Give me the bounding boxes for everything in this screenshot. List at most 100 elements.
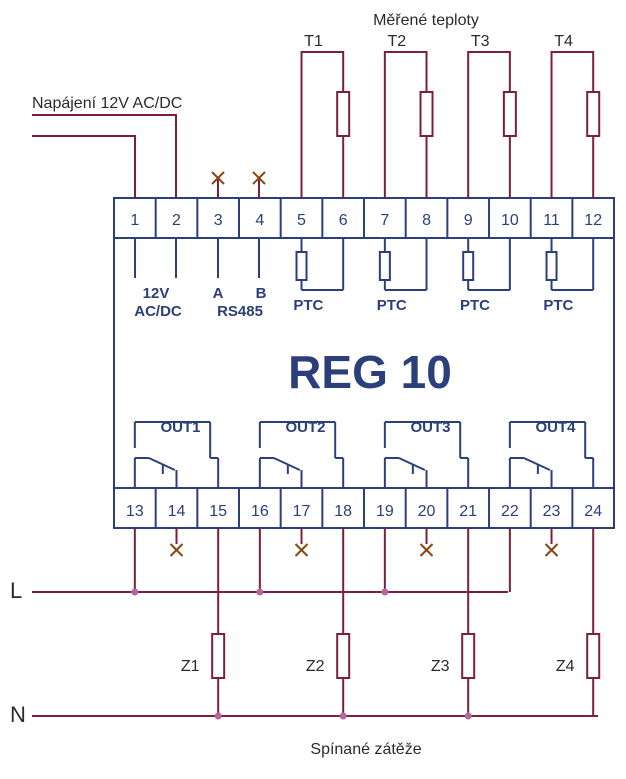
relay-out4: OUT4 xyxy=(508,419,595,488)
terminal-1: 1 xyxy=(130,212,139,229)
power-label: Napájení 12V AC/DC xyxy=(32,95,182,112)
load-label: Z1 xyxy=(181,658,200,675)
terminal-3: 3 xyxy=(214,212,223,229)
terminal-6: 6 xyxy=(339,212,348,229)
load-resistor xyxy=(211,633,226,679)
switched-loads-title: Spínané zátěže xyxy=(310,741,421,758)
load-label: Z4 xyxy=(556,658,575,675)
line-l-label: L xyxy=(10,578,22,603)
sensor-resistor xyxy=(419,91,434,137)
relay-outputs: OUT1 OUT2 OUT3 OUT4 xyxy=(133,419,595,488)
load-z4: Z4 xyxy=(508,528,601,716)
line-n-label: N xyxy=(10,702,26,727)
internal-top-wiring xyxy=(134,238,260,278)
terminal-16: 16 xyxy=(251,503,269,520)
label-rs485: RS485 xyxy=(217,303,263,320)
sensor-t2: T2 xyxy=(383,33,434,198)
terminal-24: 24 xyxy=(584,503,602,520)
switched-loads: Z1 Z2 Z3 Z4 xyxy=(131,528,601,720)
load-z2: Z2 xyxy=(256,528,351,720)
terminal-21: 21 xyxy=(459,503,477,520)
sensor-label: T1 xyxy=(304,33,323,50)
ptc-4: PTC xyxy=(543,238,595,314)
load-resistor xyxy=(336,633,351,679)
sensor-t4: T4 xyxy=(550,33,601,198)
label-b: B xyxy=(256,285,267,302)
terminal-23: 23 xyxy=(543,503,561,520)
cross-mark xyxy=(419,543,434,557)
terminal-18: 18 xyxy=(334,503,352,520)
ptc-label: PTC xyxy=(543,297,573,314)
label-12v: 12V xyxy=(143,285,170,302)
terminal-12: 12 xyxy=(584,212,602,229)
terminal-9: 9 xyxy=(464,212,473,229)
terminal-11: 11 xyxy=(543,212,560,229)
sensor-t3: T3 xyxy=(467,33,517,198)
ptc-2: PTC xyxy=(377,238,428,314)
terminal-13: 13 xyxy=(126,503,144,520)
top-terminal-dividers xyxy=(154,198,574,238)
cross-mark xyxy=(544,543,559,557)
terminal-10: 10 xyxy=(501,212,519,229)
terminal-2: 2 xyxy=(172,212,181,229)
out-label: OUT4 xyxy=(536,419,577,436)
rs485-terminals-external xyxy=(211,171,266,198)
relay-out3: OUT3 xyxy=(383,419,470,488)
ptc-1: PTC xyxy=(293,238,345,314)
power-wiring xyxy=(32,114,177,198)
terminal-19: 19 xyxy=(376,503,394,520)
sensor-t1: T1 xyxy=(300,33,351,198)
sensor-label: T3 xyxy=(471,33,490,50)
terminal-5: 5 xyxy=(297,212,306,229)
load-resistor xyxy=(461,633,476,679)
out-label: OUT3 xyxy=(411,419,451,436)
relay-out2: OUT2 xyxy=(258,419,345,488)
cross-mark xyxy=(169,543,184,557)
load-label: Z2 xyxy=(306,658,325,675)
junction-dot xyxy=(131,588,139,596)
mains-lines xyxy=(32,591,598,717)
load-z3: Z3 xyxy=(381,528,476,720)
sensor-resistor xyxy=(336,91,351,137)
ptc-label: PTC xyxy=(460,297,490,314)
sensor-resistor xyxy=(502,91,517,137)
temperature-sensors: T1 T2 T3 T4 xyxy=(300,33,601,198)
junction-dot xyxy=(381,588,389,596)
ptc-label: PTC xyxy=(377,297,407,314)
cross-mark-3 xyxy=(211,171,225,185)
cross-mark xyxy=(294,543,309,557)
terminal-8: 8 xyxy=(422,212,431,229)
reg10-device xyxy=(113,197,615,529)
relay-out1: OUT1 xyxy=(133,419,220,488)
cross-mark-4 xyxy=(252,171,266,185)
bottom-terminal-dividers xyxy=(154,488,574,528)
terminal-14: 14 xyxy=(168,503,186,520)
load-resistor xyxy=(586,633,601,679)
ptc-sensors-internal: PTC PTC PTC PTC xyxy=(293,238,595,314)
junction-dot xyxy=(339,712,347,720)
label-acdc: AC/DC xyxy=(134,303,182,320)
bottom-terminal-numbers: 13 14 15 16 17 18 19 20 21 22 23 24 xyxy=(126,503,602,520)
measured-temps-title: Měřené teploty xyxy=(373,12,479,29)
terminal-22: 22 xyxy=(501,503,519,520)
load-label: Z3 xyxy=(431,658,450,675)
junction-dot xyxy=(256,588,264,596)
label-a: A xyxy=(213,285,224,302)
load-z1: Z1 xyxy=(131,528,226,720)
terminal-20: 20 xyxy=(418,503,436,520)
device-title: REG 10 xyxy=(288,346,452,398)
sensor-resistor xyxy=(586,91,601,137)
ptc-label: PTC xyxy=(293,297,323,314)
junction-dot xyxy=(464,712,472,720)
terminal-15: 15 xyxy=(209,503,227,520)
out-label: OUT2 xyxy=(286,419,326,436)
ptc-3: PTC xyxy=(460,238,511,314)
terminal-7: 7 xyxy=(380,212,389,229)
sensor-label: T2 xyxy=(388,33,407,50)
terminal-4: 4 xyxy=(255,212,264,229)
out-label: OUT1 xyxy=(160,419,200,436)
sensor-label: T4 xyxy=(554,33,573,50)
terminal-17: 17 xyxy=(293,503,311,520)
